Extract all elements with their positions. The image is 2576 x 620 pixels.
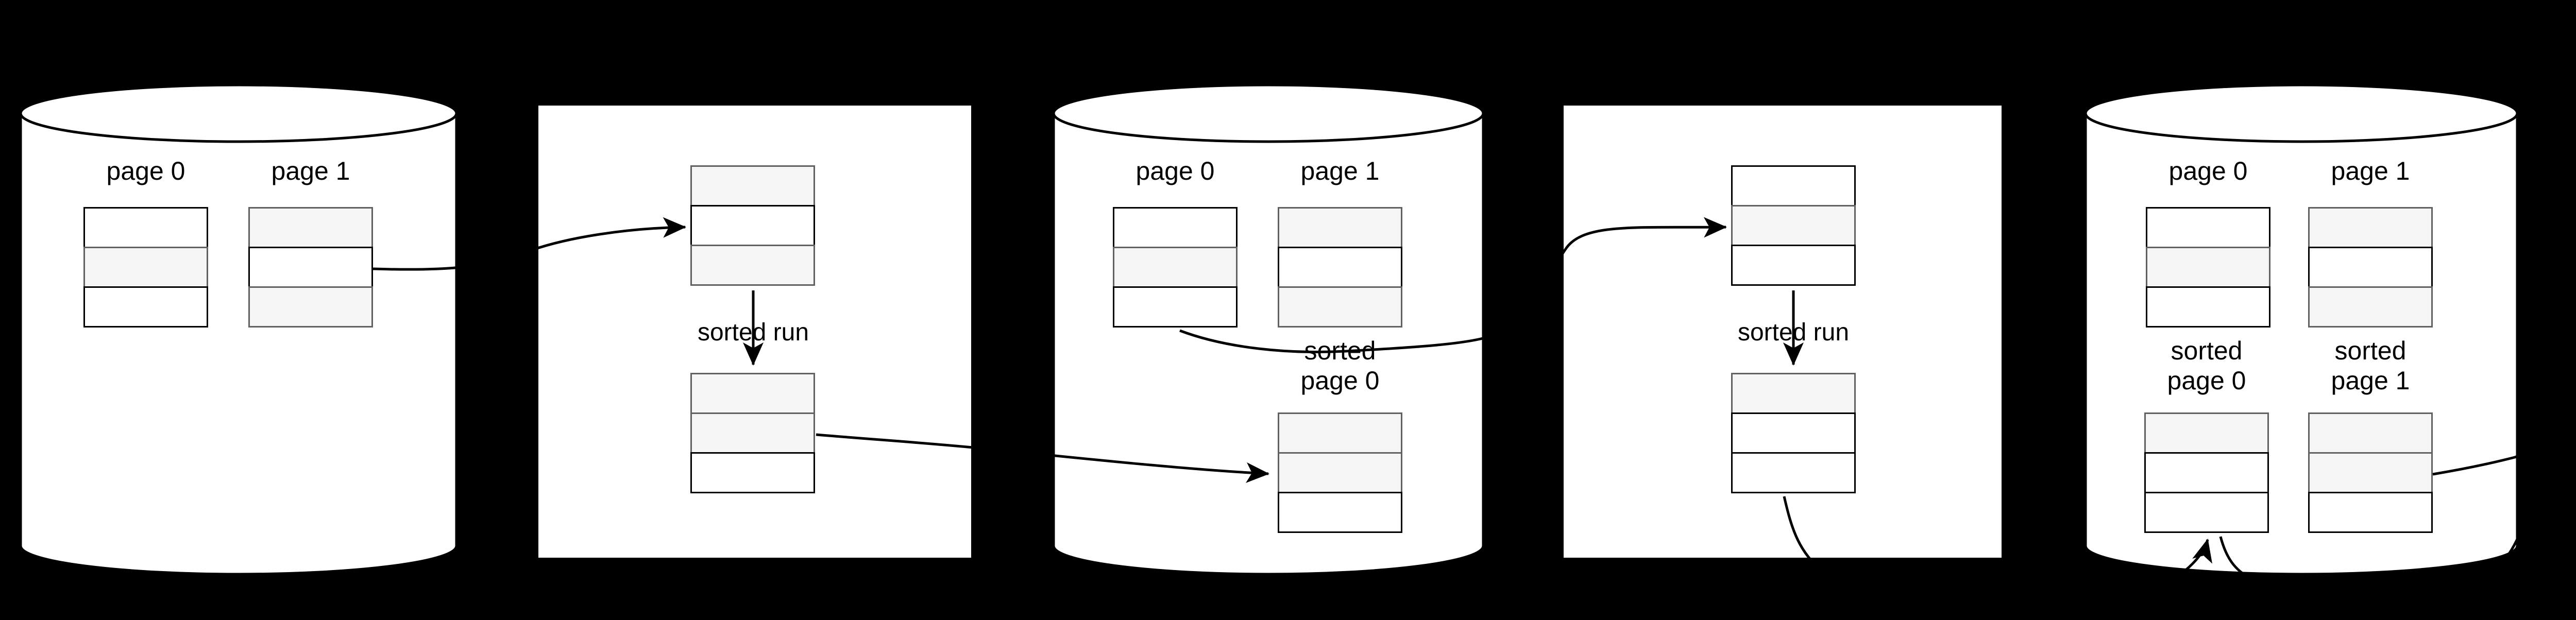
disk-1-page-1-label: page 1 [271,157,350,185]
memory-pass-2-buffer-1-table [1731,373,1856,493]
disk-1-page-0-table-row-2-white [83,286,208,328]
memory-pass-1-buffer-0-table-row-1-white [690,205,815,246]
memory-pass-1-buffer-0-table-row-2-gray [690,245,815,286]
disk-2-sorted-page-0-table-row-0-gray [1278,412,1402,454]
disk-3-page-0-table-row-0-white [2146,207,2270,248]
memory-pass-1-buffer-1-table-row-2-white [690,452,815,493]
disk-1-page-1-table [248,207,373,328]
disk-2-page-0-table-row-0-white [1113,207,1238,248]
disk-1-page-0-table [83,207,208,328]
memory-pass-1-buffer-0-table-row-0-gray [690,165,815,206]
memory-pass-2-buffer-1-table-row-1-white [1731,412,1856,454]
memory-pass-1-buffer-0-table [690,165,815,286]
disk-2-sorted-page-0-table-row-1-gray [1278,452,1402,493]
disk-3-sorted-page-0-table-row-1-white [2144,452,2269,493]
disk-1-page-0-label: page 0 [106,157,185,185]
disk-1-page-1-table-row-2-gray [248,286,373,328]
disk-2-page-1-table [1278,207,1402,328]
memory-pass-1-buffer-1-table-row-1-gray [690,412,815,454]
memory-pass-2-buffer-0-table-row-1-gray [1731,205,1856,246]
disk-1-page-0-table-row-1-gray [83,247,208,288]
disk-3-sorted-page-0-label-line-2: page 0 [2167,366,2246,395]
disk-2-sorted-page-0-label-line-2: page 0 [1300,366,1380,395]
disk-3-sorted-page-0-table-row-2-white [2144,492,2269,533]
memory-pass-2-buffer-0-table [1731,165,1856,286]
disk-3-page-1-table-row-1-white [2308,247,2433,288]
disk-3-page-0-table-row-2-white [2146,286,2270,328]
disk-2-page-1-label: page 1 [1300,157,1380,185]
memory-pass-1-sorted-run-label: sorted run [693,318,814,347]
disk-3-sorted-page-1-table-row-2-white [2308,492,2433,533]
disk-3-page-1-table-row-0-gray [2308,207,2433,248]
disk-2-page-0-label: page 0 [1136,157,1215,185]
disk-3-sorted-page-0-table [2144,412,2269,533]
disk-2-page-1-table-row-0-gray [1278,207,1402,248]
disk-2-page-0-table [1113,207,1238,328]
disk-2-page-0-table-row-1-gray [1113,247,1238,288]
disk-3-page-0-label: page 0 [2168,157,2248,185]
disk-2-page-1-table-row-1-white [1278,247,1402,288]
disk-3-page-0-table-row-1-gray [2146,247,2270,288]
disk-3-sorted-page-1-table-row-0-gray [2308,412,2433,454]
disk-3-sorted-page-0-label-line-1: sorted [2171,336,2243,365]
disk-3-page-1-table [2308,207,2433,328]
disk-2-page-1-table-row-2-gray [1278,286,1402,328]
disk-1-page-1-table-row-1-white [248,247,373,288]
disk-2-page-0-table-row-2-white [1113,286,1238,328]
memory-pass-1-buffer-1-table [690,373,815,493]
disk-3-page-1-table-row-2-gray [2308,286,2433,328]
memory-pass-1-buffer-1-table-row-0-gray [690,373,815,414]
disk-3-page-1-label: page 1 [2331,157,2410,185]
disk-3-sorted-page-1-table-row-1-gray [2308,452,2433,493]
disk-3-sorted-page-1-label-line-2: page 1 [2331,366,2410,395]
disk-3-page-0-table [2146,207,2270,328]
disk-1-page-0-table-row-0-white [83,207,208,248]
disk-2-sorted-page-0-table [1278,412,1402,533]
memory-pass-2-buffer-1-table-row-0-gray [1731,373,1856,414]
disk-1-page-1-table-row-0-gray [248,207,373,248]
disk-3-sorted-page-1-label-line-1: sorted [2334,336,2406,365]
memory-pass-2-sorted-run-label: sorted run [1733,318,1854,347]
disk-3-sorted-page-1-table [2308,412,2433,533]
disk-3-sorted-page-0-table-row-0-gray [2144,412,2269,454]
disk-2-sorted-page-0-label-line-1: sorted [1304,336,1376,365]
memory-pass-2-buffer-0-table-row-2-white [1731,245,1856,286]
disk-2-sorted-page-0-table-row-2-white [1278,492,1402,533]
memory-pass-2-buffer-1-table-row-2-white [1731,452,1856,493]
memory-pass-2-buffer-0-table-row-0-white [1731,165,1856,206]
